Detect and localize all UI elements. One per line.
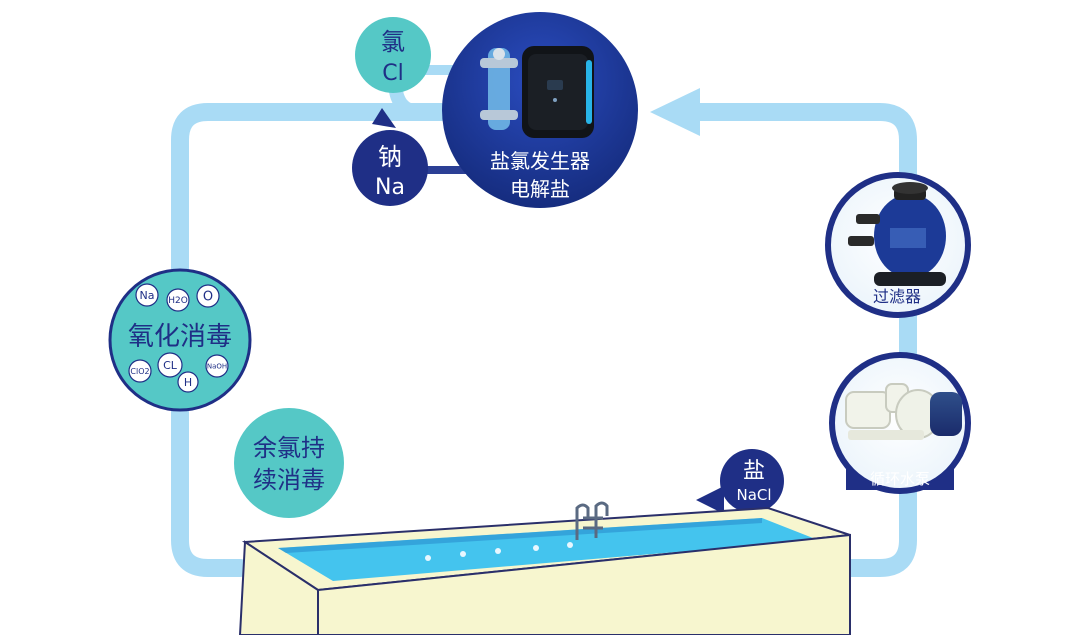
residual-label-line1: 余氯持 (253, 434, 325, 462)
generator-bubble: 盐氯发生器 电解盐 (442, 12, 638, 208)
sodium-bubble: 钠 Na (352, 108, 428, 206)
salt-label-cn: 盐 (743, 459, 765, 484)
molecule-label: NaOH (207, 363, 227, 371)
molecule-bubble (166, 288, 190, 312)
sodium-label-symbol: Na (375, 175, 405, 200)
salt-chlorinator-icon (480, 46, 594, 138)
chlorine-bubble: 氯 Cl (355, 17, 431, 93)
chlorine-label-cn: 氯 (381, 28, 405, 56)
sodium-label-cn: 钠 (378, 143, 402, 171)
residual-chlorine-bubble: 余氯持 续消毒 (234, 408, 344, 518)
molecule-label: H2O (168, 296, 188, 306)
molecule-label: H (184, 376, 192, 389)
oxidation-label: 氧化消毒 (128, 322, 232, 352)
molecule-label: CL (163, 359, 178, 372)
molecule-label: O (203, 290, 213, 305)
salt-label-formula: NaCl (736, 486, 771, 504)
generator-label: 盐氯发生器 (490, 149, 590, 173)
pump-bubble: 循环水泵 (829, 352, 971, 494)
pool-ladder-icon (575, 501, 609, 540)
molecule-bubble (177, 371, 199, 393)
filter-label: 过滤器 (873, 287, 921, 306)
molecule-bubble (157, 352, 183, 378)
molecule-bubble (135, 283, 159, 307)
filter-bubble: 过滤器 (825, 172, 971, 318)
molecule-bubble (128, 359, 152, 383)
molecule-label: ClO2 (130, 367, 149, 376)
sand-filter-icon (848, 182, 946, 286)
generator-sublabel: 电解盐 (510, 177, 570, 201)
salt-bubble: 盐 NaCl (696, 449, 784, 514)
water-pump-icon (845, 383, 962, 440)
molecule-label: Na (140, 289, 155, 302)
molecule-bubble (205, 354, 229, 378)
molecule-bubble (196, 284, 220, 308)
pump-label: 循环水泵 (870, 470, 930, 488)
residual-label-line2: 续消毒 (253, 466, 325, 494)
flow-arrow-icon (650, 88, 700, 136)
chlorine-label-symbol: Cl (382, 61, 403, 86)
swimming-pool-icon (238, 501, 851, 635)
